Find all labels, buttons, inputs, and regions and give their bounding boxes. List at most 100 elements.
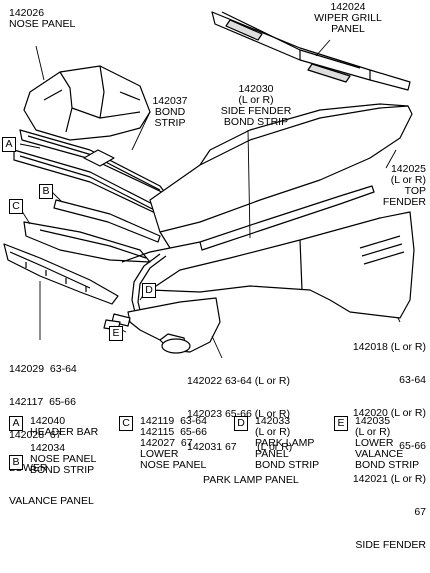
top-fender-line1: (L or R) xyxy=(390,174,426,186)
park-lamp-row-years: 65-66 xyxy=(224,408,252,420)
legend-e-box: E xyxy=(334,416,348,431)
lower-valance-panel-drawing xyxy=(3,243,119,305)
legend-d-line: BOND STRIP xyxy=(255,459,320,471)
wiper-grill-number: 142024 xyxy=(330,1,366,13)
nose-panel-bond-strip-drawing xyxy=(53,199,161,243)
park-lamp-bond-strip-drawing xyxy=(131,253,167,319)
legend-c-line: 142119 63-64 xyxy=(140,415,207,427)
park-lamp-row-number: 142022 xyxy=(187,375,223,387)
park-lamp-row-years: 67 xyxy=(224,441,237,453)
park-lamp-row-number: 142023 xyxy=(187,408,223,420)
marker-d: D xyxy=(142,283,156,298)
wiper-grill-line1: WIPER GRILL xyxy=(314,12,382,24)
park-lamp-row-side: (L or R) xyxy=(254,408,290,420)
legend-b-box: B xyxy=(9,455,23,470)
side-fender-row: 67 xyxy=(326,507,426,518)
park-lamp-row: 142022 63-64 (L or R) xyxy=(187,376,299,387)
top-fender-line3: FENDER xyxy=(382,196,426,208)
side-fender-bond-strip-drawing xyxy=(121,185,375,263)
legend-c-line: 142115 65-66 xyxy=(140,426,207,438)
side-fender-row-number: 142020 xyxy=(352,407,388,419)
side-fender-name: SIDE FENDER xyxy=(355,539,426,551)
side-fender-row-spec: 63-64 xyxy=(399,374,426,386)
side-fender-row: 65-66 xyxy=(326,441,426,452)
legend-a-box: A xyxy=(9,416,23,431)
legend-c-box: C xyxy=(119,416,133,431)
side-fender-row-number: 142018 xyxy=(352,341,388,353)
side-fender-row: 142018 (L or R) xyxy=(326,342,426,353)
marker-c: C xyxy=(9,199,23,214)
legend-b-line: BOND STRIP xyxy=(30,464,95,476)
nose-panel-drawing xyxy=(23,65,151,141)
side-fender-row-spec: 67 xyxy=(414,506,426,518)
park-lamp-row: 142031 67 (L or R) xyxy=(187,442,299,453)
marker-e: E xyxy=(109,326,123,341)
park-lamp-panel-drawing xyxy=(127,297,221,354)
legend-e-line: 142035 xyxy=(355,415,391,427)
header-bar-drawing xyxy=(13,149,171,221)
marker-b: B xyxy=(39,184,53,199)
bond-strip-number: 142037 xyxy=(152,95,188,107)
side-fender-bond-line1: (L or R) xyxy=(238,94,274,106)
legend-b-line: NOSE PANEL xyxy=(30,453,97,465)
exploded-view-drawing xyxy=(3,11,415,359)
top-fender-drawing xyxy=(149,103,413,249)
top-fender-line2: TOP xyxy=(404,185,426,197)
wiper-grill-panel-drawing xyxy=(211,11,411,91)
nose-panel-number: 142026 xyxy=(9,7,45,19)
legend-e-line: BOND STRIP xyxy=(355,459,420,471)
lower-valance-row-years: 65-66 xyxy=(49,396,76,408)
top-fender-number: 142025 xyxy=(390,163,426,175)
legend-b-line: 142034 xyxy=(30,442,66,454)
lower-valance-line2: VALANCE PANEL xyxy=(9,495,94,507)
park-lamp-row-side: (L or R) xyxy=(257,441,293,453)
legend-a-line: 142040 xyxy=(30,415,66,427)
lower-valance-row-number: 142029 xyxy=(9,363,45,375)
side-fender-row: 142021 (L or R) xyxy=(326,474,426,485)
legend-c-line: NOSE PANEL xyxy=(140,459,207,471)
lower-valance-row: 142028 67 xyxy=(9,430,94,441)
legend-d-line: (L or R) xyxy=(255,426,291,438)
park-lamp-row-number: 142031 xyxy=(187,441,223,453)
park-lamp-name: PARK LAMP PANEL xyxy=(203,474,299,486)
legend-c-line: 142027 67 xyxy=(140,437,193,449)
side-fender-row-spec: (L or R) xyxy=(390,341,426,353)
legend-d-line: PARK LAMP xyxy=(255,437,315,449)
legend-d-line: PANEL xyxy=(255,448,289,460)
legend-c-line: LOWER xyxy=(140,448,179,460)
lower-valance-row: 142117 65-66 xyxy=(9,397,94,408)
lower-nose-panel-drawing xyxy=(23,221,151,263)
side-fender-row-number: 142021 xyxy=(352,473,388,485)
side-fender-row-spec: (L or R) xyxy=(390,473,426,485)
legend-d-line: 142033 xyxy=(255,415,291,427)
side-fender-row-spec: (L or R) xyxy=(390,407,426,419)
lower-valance-line1: LOWER xyxy=(9,462,48,474)
park-lamp-row-side: (L or R) xyxy=(254,375,290,387)
lower-valance-row-years: 63-64 xyxy=(49,363,77,375)
bond-strip-line2: STRIP xyxy=(154,117,186,129)
side-fender-bond-line3: BOND STRIP xyxy=(223,116,289,128)
legend-a-line: HEADER BAR xyxy=(30,426,99,438)
side-fender-bond-line2: SIDE FENDER xyxy=(220,105,292,117)
legend-e-line: VALANCE xyxy=(355,448,404,460)
side-fender-row: 63-64 xyxy=(326,375,426,386)
wiper-grill-line2: PANEL xyxy=(331,23,365,35)
park-lamp-row: 142023 65-66 (L or R) xyxy=(187,409,299,420)
legend-e-line: (L or R) xyxy=(355,426,391,438)
lower-valance-row-number: 142028 xyxy=(9,429,45,441)
side-fender-row-spec: 65-66 xyxy=(399,440,426,452)
side-fender-drawing xyxy=(149,211,415,319)
lower-valance-row: 142029 63-64 xyxy=(9,364,94,375)
marker-a: A xyxy=(2,137,16,152)
